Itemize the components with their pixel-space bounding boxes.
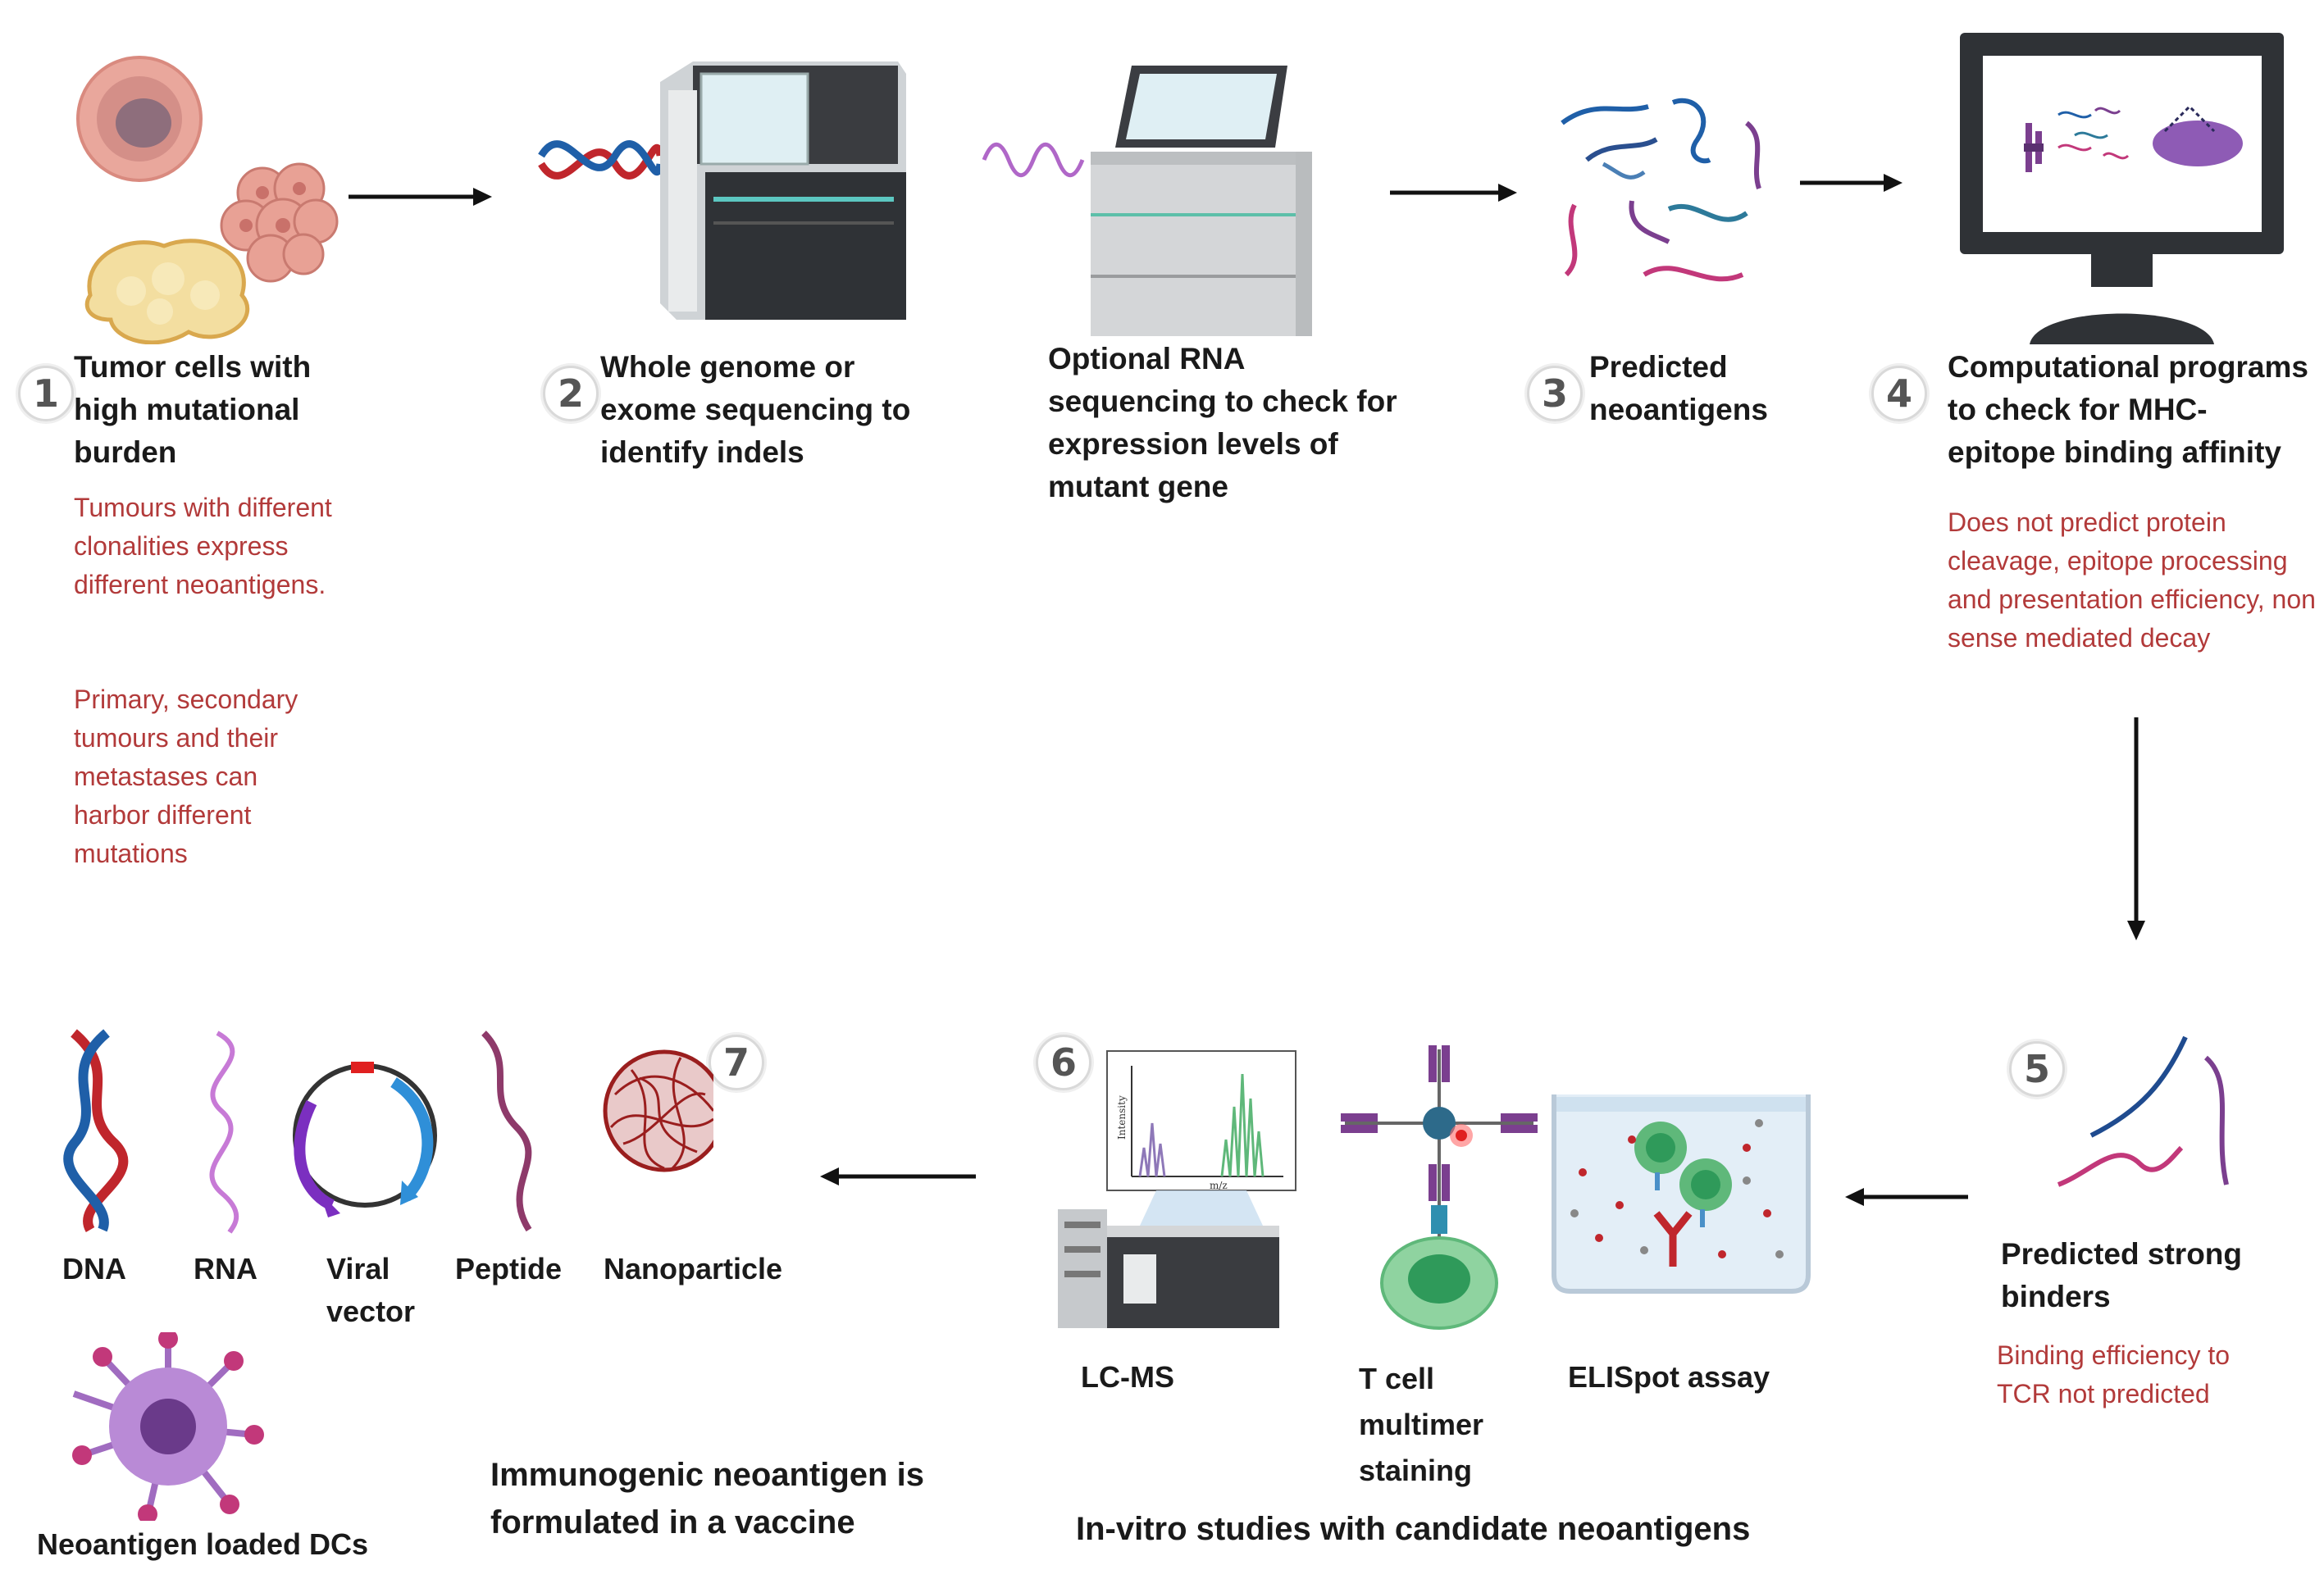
step-5-number: 5 bbox=[2009, 1041, 2065, 1097]
rna-seq-title: Optional RNA sequencing to check for exp… bbox=[1048, 342, 1397, 503]
plot-ylabel: Intensity bbox=[1116, 1095, 1128, 1140]
step-5-note: Binding efficiency to TCR not predicted bbox=[1997, 1340, 2231, 1408]
neoantigens-illustration bbox=[1554, 90, 1775, 303]
step-7-caption: Immunogenic neoantigen is formulated in … bbox=[490, 1457, 924, 1540]
viral-vector-label: Viral vector bbox=[326, 1252, 416, 1328]
nanoparticle-label: Nanoparticle bbox=[604, 1252, 783, 1285]
lc-ms-illustration: Intensity m/z bbox=[1050, 1049, 1316, 1332]
elispot-label: ELISpot assay bbox=[1568, 1360, 1770, 1394]
dendritic-cell-illustration bbox=[70, 1329, 267, 1524]
dna-label: DNA bbox=[62, 1252, 126, 1285]
elispot-well-illustration bbox=[1550, 1090, 1812, 1295]
step-1-note-b: Primary, secondary tumours and their met… bbox=[74, 685, 298, 868]
step-3-title: Predicted neoantigens bbox=[1589, 350, 1768, 426]
vaccine-formats-illustration bbox=[57, 1029, 726, 1234]
t-cell-label: T cell multimer staining bbox=[1359, 1362, 1484, 1487]
step-4-title: Computational programs to check for MHC-… bbox=[1948, 350, 2308, 469]
sequencer-illustration bbox=[537, 57, 923, 336]
t-cell-multimer-illustration bbox=[1337, 1041, 1542, 1336]
step-4-note: Does not predict protein cleavage, epito… bbox=[1948, 507, 2316, 653]
step-1-number: 1 bbox=[18, 366, 74, 421]
flow-arrow bbox=[820, 1167, 976, 1185]
dcs-label: Neoantigen loaded DCs bbox=[37, 1527, 369, 1561]
step-1-title: Tumor cells with high mutational burden bbox=[74, 350, 312, 469]
flow-arrow bbox=[1800, 174, 1902, 192]
rna-sequencer-illustration bbox=[980, 57, 1333, 340]
plot-xlabel: m/z bbox=[1210, 1180, 1228, 1191]
flow-arrow bbox=[1845, 1188, 1968, 1206]
step-1-note-a: Tumours with different clonalities expre… bbox=[74, 493, 332, 599]
step-2-title: Whole genome or exome sequencing to iden… bbox=[600, 350, 911, 469]
step-4-number: 4 bbox=[1871, 366, 1927, 421]
step-2-number: 2 bbox=[543, 366, 599, 421]
step-5-title: Predicted strong binders bbox=[2001, 1237, 2242, 1313]
flow-arrow bbox=[349, 188, 492, 206]
strong-binders-illustration bbox=[2050, 1033, 2247, 1197]
rna-label: RNA bbox=[194, 1252, 257, 1285]
step-6-number: 6 bbox=[1036, 1035, 1091, 1090]
flow-arrow bbox=[1390, 184, 1517, 202]
lc-ms-label: LC-MS bbox=[1081, 1360, 1174, 1394]
step-7-number: 7 bbox=[709, 1035, 764, 1090]
tumor-cells-illustration bbox=[66, 49, 344, 345]
peptide-label: Peptide bbox=[455, 1252, 563, 1285]
flow-arrow bbox=[2127, 717, 2145, 940]
step-3-number: 3 bbox=[1527, 366, 1583, 421]
step-6-caption: In-vitro studies with candidate neoantig… bbox=[1076, 1511, 1751, 1547]
computer-monitor-illustration bbox=[1960, 33, 2288, 353]
